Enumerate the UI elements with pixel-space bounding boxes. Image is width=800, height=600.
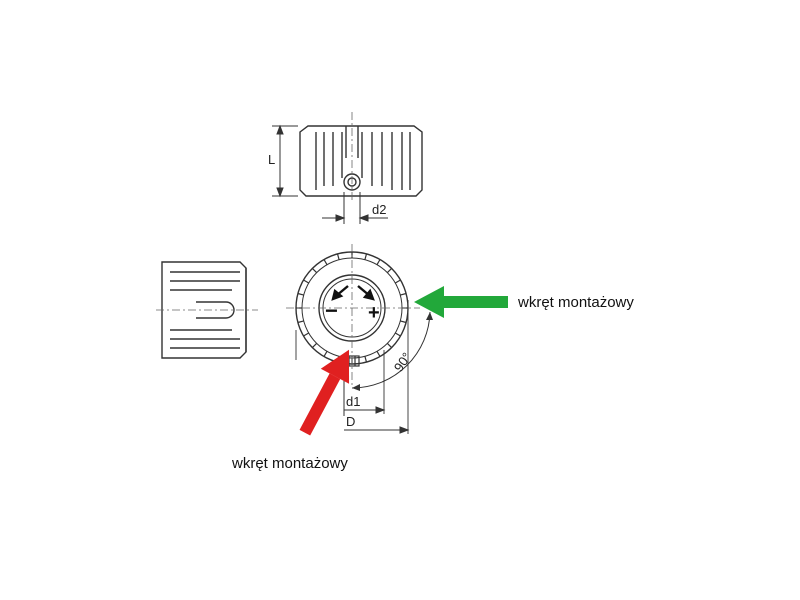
dimension-d1 <box>343 366 386 416</box>
knurl-rib <box>364 356 368 363</box>
knurl-rib <box>336 253 340 260</box>
dimension-d-label: D <box>346 414 355 429</box>
knurl-rib <box>323 351 328 357</box>
arrowhead <box>426 312 433 320</box>
extension-lines <box>295 300 409 434</box>
knurl-rib <box>376 259 381 265</box>
knurl-rib <box>311 267 318 274</box>
arrowhead <box>352 384 360 391</box>
knurl-rib <box>386 342 393 349</box>
knurl-rib <box>323 259 328 265</box>
knurl-rib <box>395 332 401 337</box>
dimension-d <box>344 426 410 434</box>
callout-label-red: wkręt montażowy <box>231 455 348 472</box>
dimension-l <box>272 124 298 198</box>
side-view-left <box>161 261 247 359</box>
dimension-l-label: L <box>268 152 275 167</box>
green-arrow-icon <box>414 286 508 318</box>
knurl-rib <box>395 279 401 284</box>
side-view-top <box>299 125 423 197</box>
minus-symbol: − <box>325 298 338 323</box>
dimension-d1-label: d1 <box>346 394 360 409</box>
knurl-rib <box>400 320 407 324</box>
knurl-rib <box>311 342 318 349</box>
dimension-d2-label: d2 <box>372 202 386 217</box>
red-arrow-icon <box>299 349 350 436</box>
knurl-rib <box>386 267 393 274</box>
knurl-rib <box>303 332 309 337</box>
knurl-rib <box>400 292 407 296</box>
knurl-rib <box>297 292 304 296</box>
angle-label: 90° <box>391 350 415 375</box>
knurl-rib <box>376 351 381 357</box>
dimension-d2 <box>322 192 388 224</box>
rotate-arrow-icon <box>331 285 375 301</box>
knurl-rib <box>364 253 368 260</box>
knurl-rib <box>297 320 304 324</box>
knurl-rib <box>303 279 309 284</box>
angle-arc <box>351 311 431 389</box>
callout-label-green: wkręt montażowy <box>517 294 634 311</box>
plus-symbol: + <box>368 302 380 324</box>
